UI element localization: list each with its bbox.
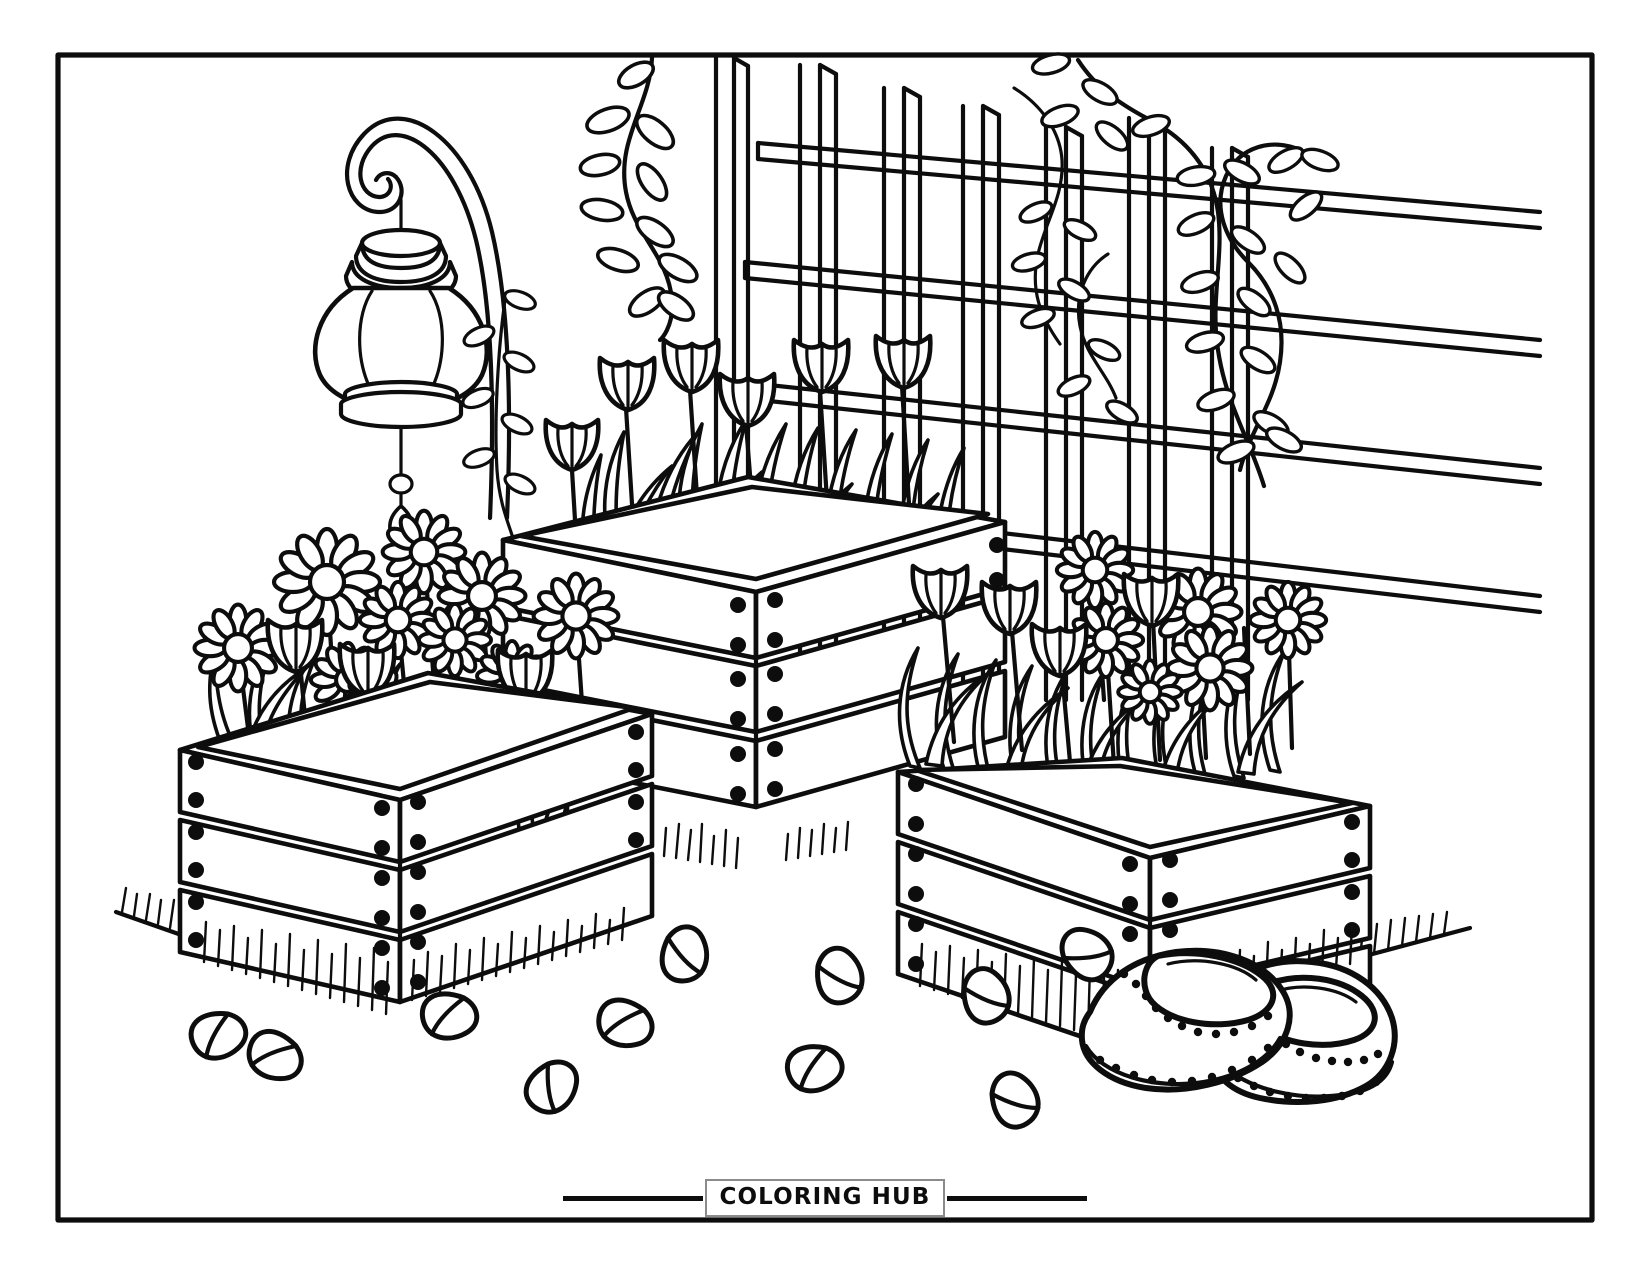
daisy xyxy=(531,571,621,661)
vine-hook-stem xyxy=(494,298,514,537)
petal xyxy=(523,1059,579,1115)
lantern-tassel-bead xyxy=(388,473,414,495)
lantern-hook-pole xyxy=(345,116,512,521)
daisy xyxy=(416,601,494,679)
planter-right-rim-inner xyxy=(913,763,1355,850)
planter-right-plants xyxy=(897,529,1329,796)
lantern-cap xyxy=(359,227,443,259)
lantern-panel-line-left xyxy=(358,289,374,394)
clog-front-opening-rim xyxy=(1166,959,1258,982)
clog-back-sole-line xyxy=(1219,1059,1395,1099)
daisy xyxy=(1116,658,1184,726)
clog-front xyxy=(1078,947,1293,1093)
petal xyxy=(961,966,1012,1026)
petal xyxy=(188,1011,249,1061)
planter-left-body xyxy=(177,711,655,1005)
vine-on-hook xyxy=(461,289,537,537)
daisy xyxy=(357,579,439,661)
garden-clogs xyxy=(1078,947,1398,1105)
vine-right-stem-b xyxy=(1218,142,1303,473)
clog-back-sole-stitching xyxy=(1233,1073,1381,1103)
planter-right-tulip-creases xyxy=(924,570,1168,674)
vine-right-stem-d xyxy=(1076,252,1118,400)
climbing-vine-right xyxy=(1010,52,1340,489)
daisy xyxy=(1165,623,1255,713)
daisy xyxy=(271,526,383,638)
petal xyxy=(659,924,709,984)
daisy xyxy=(192,602,284,694)
vine-left-leaves xyxy=(578,60,699,322)
planter-left-nails xyxy=(188,724,644,996)
vine-hook-leaves xyxy=(461,289,537,496)
clog-front-sole-stitching xyxy=(1095,1043,1273,1087)
petal xyxy=(1059,927,1115,983)
hanging-lantern xyxy=(312,116,512,548)
planter-back-base-grass xyxy=(662,820,850,870)
lantern-base-ring-lower xyxy=(338,389,464,430)
page-border xyxy=(55,52,1595,1223)
planter-left-rim-inner xyxy=(195,679,637,792)
petal xyxy=(246,1028,304,1082)
daisy xyxy=(436,550,528,642)
planter-right-daisies xyxy=(1054,529,1329,726)
daisy xyxy=(1054,529,1136,611)
clog-front-stitching xyxy=(1119,969,1273,1039)
clog-front-sole-line xyxy=(1083,1035,1283,1087)
planter-back-rim-inner xyxy=(518,484,991,582)
vine-right-stem-a xyxy=(1075,57,1267,489)
planter-left-base-grass xyxy=(202,906,626,1016)
petal xyxy=(419,991,480,1041)
fallen-petals xyxy=(188,924,1115,1130)
petal xyxy=(596,997,655,1048)
climbing-vine-left xyxy=(578,55,699,343)
planter-back-nails xyxy=(730,537,1005,802)
petal xyxy=(784,1044,845,1094)
petal xyxy=(815,945,865,1006)
lantern-collar xyxy=(353,240,449,285)
petal xyxy=(989,1070,1041,1130)
planter-back-tulips xyxy=(543,333,933,473)
grass-tuft-right xyxy=(1358,910,1449,960)
daisy xyxy=(380,508,468,596)
daisy xyxy=(1247,579,1329,661)
lantern-panel-line-right xyxy=(428,289,444,394)
vine-right-leaves xyxy=(1010,52,1340,465)
planter-left xyxy=(177,508,655,1016)
ground-left xyxy=(113,909,193,941)
